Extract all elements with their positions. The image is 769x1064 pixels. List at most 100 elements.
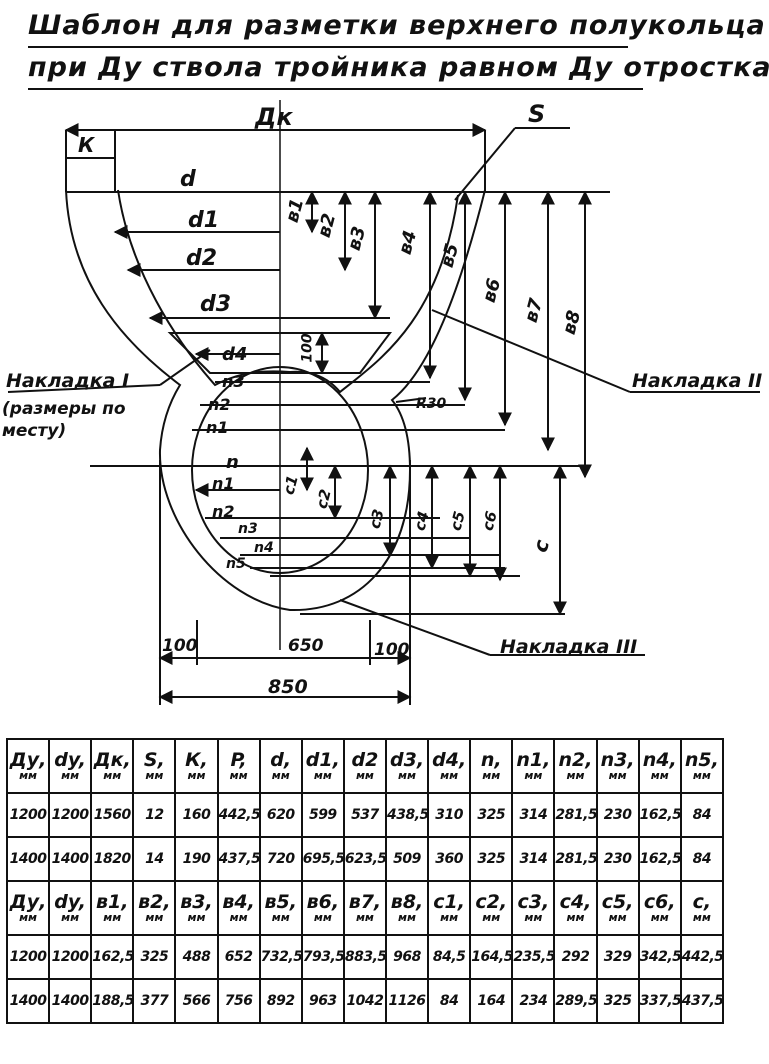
header-unit: мм [566,911,585,924]
header-cell: d,мм [258,738,303,794]
table-cell: 1200 [5,934,51,980]
header-symbol: n1, [516,749,551,771]
header-symbol: n5, [684,749,719,771]
header-cell: d4,мм [427,738,472,794]
table-cell: 230 [595,836,640,882]
header-unit: мм [692,911,711,924]
table-cell: 1400 [5,836,51,882]
table-cell: 1560 [90,792,135,838]
header-symbol: c5, [601,891,634,913]
table-cell: 325 [469,792,514,838]
header-symbol: c6, [643,891,676,913]
table-cell: 337,5 [637,978,682,1024]
label-nakladka-1-note: (размеры по месту) [2,399,126,441]
table-cell: 883,5 [342,934,387,980]
header-symbol: d, [270,749,292,771]
header-symbol: d2 [351,749,379,771]
header-unit: мм [608,911,627,924]
header-unit: мм [650,769,669,782]
table-cell: 442,5 [679,934,725,980]
header-unit: мм [524,911,543,924]
table-cell: 310 [427,792,472,838]
header-symbol: dy, [54,891,87,913]
label-100-right: 100 [374,640,410,660]
header-cell: n1,мм [511,738,556,794]
header-cell: S,мм [132,738,177,794]
label-850: 850 [268,676,308,698]
header-unit: мм [482,911,501,924]
table-cell: 84,5 [427,934,472,980]
header-cell: в6,мм [300,880,345,936]
header-symbol: в7, [348,891,382,913]
table-cell: 281,5 [553,792,598,838]
drawing-title: Шаблон для разметки верхнего полукольца … [28,6,769,90]
outer-contour [65,189,486,612]
header-unit: мм [524,769,543,782]
table-cell: 695,5 [300,836,345,882]
header-cell: n,мм [469,738,514,794]
header-symbol: Ду, [9,891,47,913]
header-cell: dy,мм [48,738,93,794]
table-cell: 1400 [48,978,93,1024]
header-unit: мм [229,911,248,924]
table-cell: 1400 [48,836,93,882]
table-cell: 1200 [48,934,93,980]
table-cell: 1400 [5,978,51,1024]
header-unit: мм [355,769,374,782]
label-n1: n1 [212,474,235,493]
label-d2: d2 [186,246,218,271]
header-cell: Ду,мм [5,738,51,794]
label-r30: R30 [416,396,447,412]
header-symbol: P, [230,749,247,771]
table-cell: 360 [427,836,472,882]
label-d4: d4 [222,344,248,365]
header-symbol: Ду, [9,749,47,771]
table-cell: 162,5 [90,934,135,980]
header-cell: n2,мм [553,738,598,794]
table-cell: 230 [595,792,640,838]
header-symbol: d4, [432,749,467,771]
table-cell: 329 [595,934,640,980]
header-symbol: n2, [558,749,593,771]
table-cell: 164,5 [469,934,514,980]
table-cell: 1126 [384,978,430,1024]
header-symbol: S, [143,749,165,771]
table-cell: 235,5 [511,934,556,980]
header-cell: c4,мм [553,880,598,936]
label-s: S [528,100,546,128]
header-symbol: в8, [390,891,424,913]
label-nakladka-2: Накладка II [632,370,763,392]
header-symbol: d3, [390,749,425,771]
header-unit: мм [650,911,669,924]
table-cell: 963 [300,978,345,1024]
header-symbol: c3, [517,891,550,913]
header-symbol: n4, [642,749,677,771]
table-cell: 292 [553,934,598,980]
header-symbol: К, [185,749,208,771]
header-cell: c,мм [679,880,725,936]
label-100-top: 100 [299,333,316,363]
label-650: 650 [288,636,324,656]
table-cell: 281,5 [553,836,598,882]
label-n5: n5 [226,556,246,572]
header-unit: мм [398,911,417,924]
header-unit: мм [271,769,290,782]
table-cell: 793,5 [300,934,345,980]
header-unit: мм [229,769,248,782]
header-cell: К,мм [174,738,219,794]
header-unit: мм [608,769,627,782]
header-cell: Ду,мм [5,880,51,936]
table-cell: 652 [216,934,261,980]
header-symbol: в4, [222,891,255,913]
label-n1-top: n1 [206,418,229,437]
table-cell: 314 [511,836,556,882]
label-dk: Дк [255,103,293,131]
table-cell: 1820 [90,836,135,882]
table-cell: 437,5 [679,978,725,1024]
header-unit: мм [271,911,290,924]
table-cell: 289,5 [553,978,598,1024]
